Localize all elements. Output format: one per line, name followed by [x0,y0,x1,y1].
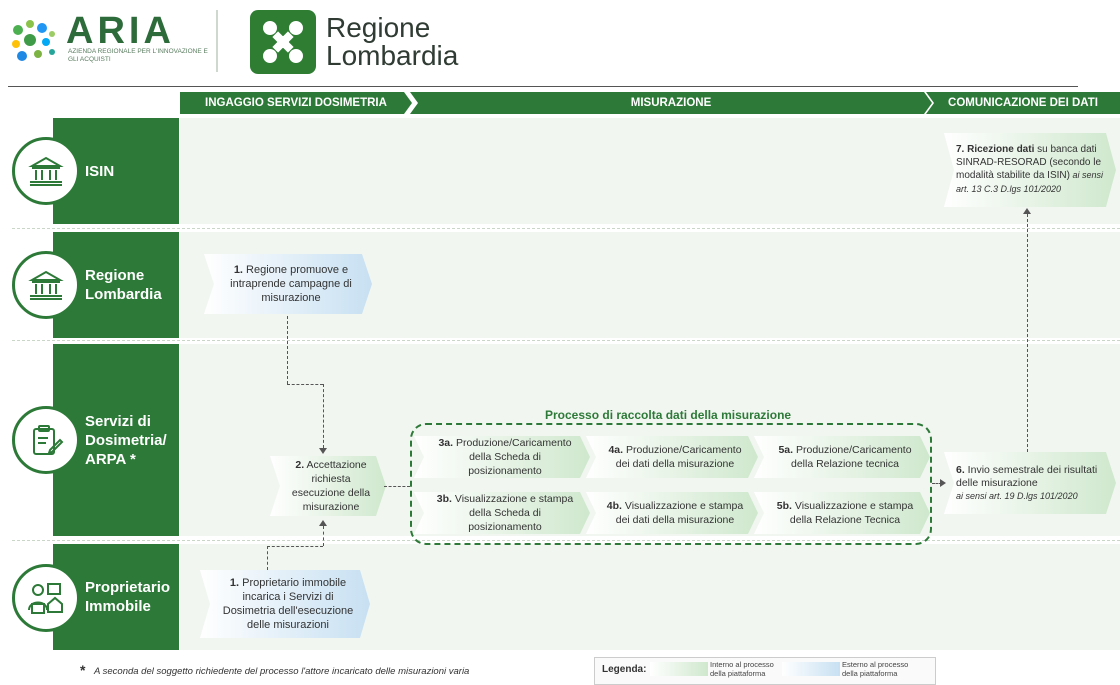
government-building-icon [12,137,80,205]
step-6-ref: ai sensi art. 19 D.lgs 101/2020 [956,490,1078,501]
footnote-mark: * [80,662,86,678]
step-3b: 3b. Visualizzazione e stampa della Sched… [414,492,590,534]
arrow-right-icon [940,479,946,487]
step-1-prop-text: Proprietario immobile incarica i Servizi… [222,577,354,631]
step-7-ricezione-dati: 7. Ricezione dati su banca dati SINRAD-R… [944,133,1116,207]
step-1-proprietario: 1. Proprietario immobile incarica i Serv… [200,570,370,638]
step-3a-bold: 3a. [438,437,454,449]
step-7-bold: 7. Ricezione dati [956,144,1035,155]
header-rule [8,86,1078,87]
step-5a-text: Produzione/Caricamento della Relazione t… [791,444,912,470]
step-1-regione: 1. Regione promuove e intraprende campag… [204,254,372,314]
legend-internal-swatch [650,662,708,676]
step-4b-text: Visualizzazione e stampa dei dati della … [615,500,744,526]
step-2-accettazione: 2. Accettazione richiesta esecuzione del… [270,456,386,516]
step-1-regione-text: Regione promuove e intraprende campagne … [230,264,352,304]
process-group-box [410,423,932,545]
connector-line [287,384,323,385]
step-3b-text: Visualizzazione e stampa della Scheda di… [451,493,574,533]
step-4b-bold: 4b. [606,500,622,512]
lane-separator [12,340,1120,341]
regione-lombardia-logo-text: Regione Lombardia [326,12,459,71]
step-2-bold: 2. [295,459,305,471]
aria-subtitle: Azienda Regionale per l'Innovazione e gl… [68,48,208,63]
step-5b: 5b. Visualizzazione e stampa della Relaz… [754,492,930,534]
connector-line [267,546,323,547]
step-5a-bold: 5a. [778,444,794,456]
lane-label-servizi: Servizi di Dosimetria/ ARPA * [53,344,179,536]
step-6-text: Invio semestrale dei risultati delle mis… [956,463,1098,489]
step-7-text: su banca dati SINRAD-RESORAD (secondo le… [956,144,1102,181]
step-4a-text: Produzione/Caricamento dei dati della mi… [615,444,742,470]
regione-lombardia-mark-icon [250,10,316,74]
step-6-bold: 6. [956,463,965,476]
legend-internal-text: Interno al processo della piattaforma [710,660,774,678]
people-house-icon [12,564,80,632]
aria-logo [8,14,198,74]
step-2-text: Accettazione richiesta esecuzione della … [291,459,371,513]
step-7-ref: ai sensi art. 13 C.3 D.lgs 101/2020 [956,170,1103,194]
step-3a: 3a. Produzione/Caricamento della Scheda … [414,436,590,478]
legend-external-text: Esterno al processo della piattaforma [842,660,909,678]
clipboard-edit-icon [12,406,80,474]
phase-comunicazione: COMUNICAZIONE DEI DATI [926,92,1120,114]
legend-external-swatch [782,662,840,676]
arrow-down-icon [319,448,327,454]
step-5a: 5a. Produzione/Caricamento della Relazio… [754,436,930,478]
step-4b: 4b. Visualizzazione e stampa dei dati de… [586,492,758,534]
arrow-up-icon [319,520,327,526]
header-divider [216,10,218,72]
connector-line [323,384,324,448]
phase-ingaggio: INGAGGIO SERVIZI DOSIMETRIA [180,92,412,114]
aria-dots-icon [12,20,55,61]
connector-line [287,316,288,384]
step-3b-bold: 3b. [436,493,452,505]
process-title: Processo di raccolta dati della misurazi… [545,408,792,422]
step-4a: 4a. Produzione/Caricamento dei dati dell… [586,436,758,478]
aria-logo-text: ARIA [66,10,175,52]
lane-separator [12,540,1120,541]
arrow-up-icon [1023,208,1031,214]
connector-line [267,546,268,570]
footnote-text: A seconda del soggetto richiedente del p… [94,666,470,677]
lane-separator [12,228,1120,229]
step-3a-text: Produzione/Caricamento della Scheda di p… [453,437,572,477]
step-6-invio: 6. Invio semestrale dei risultati delle … [944,452,1116,514]
step-4a-bold: 4a. [608,444,624,456]
connector-line [323,526,324,546]
phase-misurazione: MISURAZIONE [410,92,932,114]
connector-line [932,483,942,484]
connector-line [384,486,410,487]
step-5b-bold: 5b. [776,500,792,512]
legend-title: Legenda: [602,664,647,675]
connector-line [1027,214,1028,452]
step-1-regione-bold: 1. [233,264,243,276]
step-5b-text: Visualizzazione e stampa della Relazione… [789,500,914,526]
step-1-prop-bold: 1. [229,577,240,589]
government-building-icon [12,251,80,319]
